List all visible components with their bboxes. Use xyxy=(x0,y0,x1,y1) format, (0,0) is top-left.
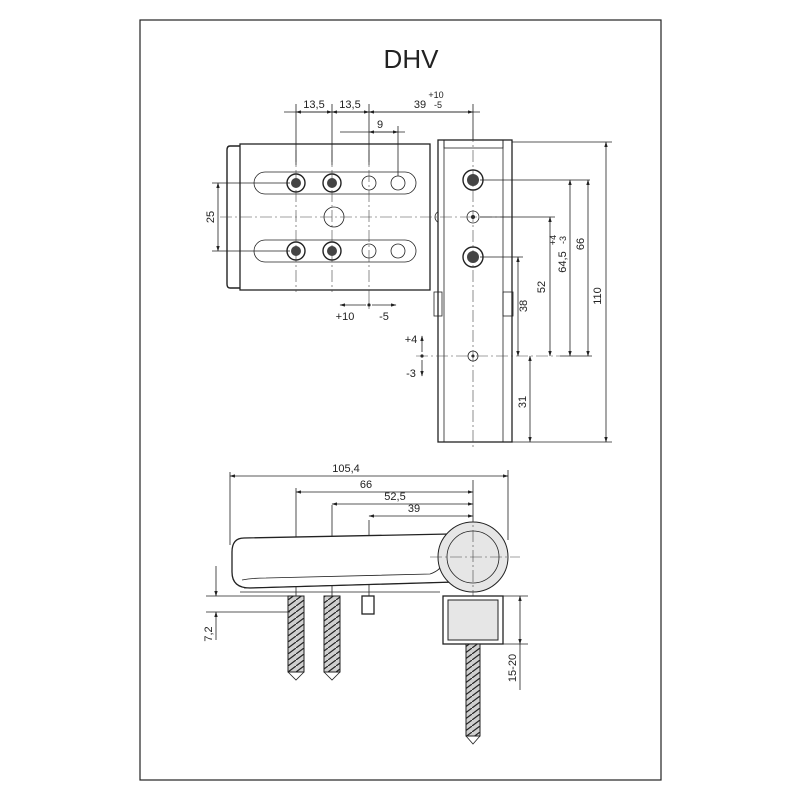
screw-2 xyxy=(323,595,341,673)
dim-v-plus4: +4 xyxy=(405,334,418,346)
dim-39-tol-plus: +10 xyxy=(428,90,443,100)
dim-64-tol-plus: +4 xyxy=(548,235,558,245)
top-view: 13,5 13,5 39 +10 -5 9 25 +10 -5 +4 -3 xyxy=(205,90,612,450)
screw-3 xyxy=(465,643,481,737)
dim-66-side: 66 xyxy=(360,479,372,491)
dim-52-5: 52,5 xyxy=(384,491,405,503)
dim-39-tol-minus: -5 xyxy=(434,100,442,110)
side-view: 105,4 66 52,5 39 xyxy=(203,463,528,745)
sheet-border xyxy=(139,19,662,781)
dim-15-20: 15-20 xyxy=(507,654,519,682)
dim-v-minus3: -3 xyxy=(406,368,416,380)
dim-105-4: 105,4 xyxy=(332,463,360,475)
dim-66-top: 66 xyxy=(575,238,587,250)
dim-38: 38 xyxy=(518,300,530,312)
dim-110: 110 xyxy=(592,287,604,305)
dim-31: 31 xyxy=(517,396,529,408)
dim-13-5-b: 13,5 xyxy=(339,99,360,111)
screw-1 xyxy=(287,595,305,673)
dim-7-2: 7,2 xyxy=(203,626,215,641)
drawing-title: DHV xyxy=(384,44,440,74)
dim-39-side: 39 xyxy=(408,503,420,515)
dim-52: 52 xyxy=(536,281,548,293)
dim-h-minus5: -5 xyxy=(379,311,389,323)
dim-h-plus10: +10 xyxy=(336,311,355,323)
dim-9: 9 xyxy=(377,119,383,131)
dim-39: 39 xyxy=(414,99,426,111)
dim-64-tol-minus: -3 xyxy=(558,236,568,244)
dim-64-5: 64,5 xyxy=(557,251,569,272)
dim-25: 25 xyxy=(205,211,217,223)
dim-13-5-a: 13,5 xyxy=(303,99,324,111)
